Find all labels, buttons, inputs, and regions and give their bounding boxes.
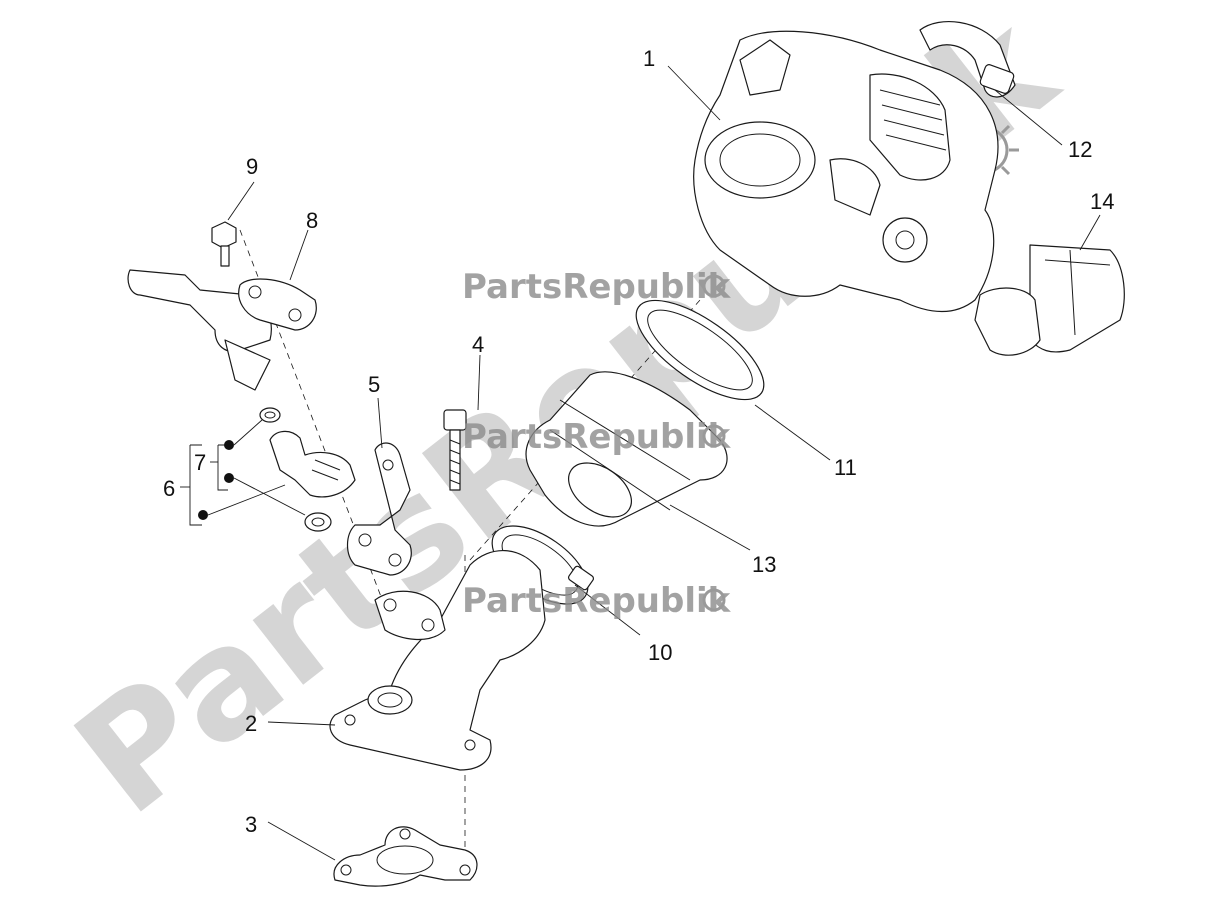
callout-bracket-6-7	[180, 419, 306, 526]
watermark-gear-icon-small	[702, 274, 726, 298]
bullet-dot	[224, 473, 234, 483]
part-clamp-12	[919, 21, 1016, 98]
callout-4: 4	[472, 332, 484, 357]
watermark-label: PartsRepublik	[462, 267, 732, 307]
callout-9: 9	[246, 154, 258, 179]
callout-10: 10	[648, 640, 672, 665]
callout-8: 8	[306, 208, 318, 233]
callout-3: 3	[245, 812, 257, 837]
part-bolt-4	[443, 409, 467, 491]
part-throttle-body	[693, 30, 999, 313]
watermark-gear-icon-small	[702, 424, 726, 448]
part-intake-manifold-2	[329, 550, 546, 771]
small-watermark-3: PartsRepublik	[462, 581, 732, 621]
part-screw-9	[211, 221, 237, 267]
callout-14: 14	[1090, 189, 1114, 214]
leader-lines	[227, 65, 1101, 861]
callout-11: 11	[834, 455, 857, 480]
part-intake-sleeve-13	[525, 371, 728, 527]
bullet-dot	[224, 440, 234, 450]
watermark-gear-icon-small	[702, 588, 726, 612]
part-o-ring-11	[635, 299, 765, 401]
callout-12: 12	[1068, 137, 1092, 162]
part-clamp-band-10	[491, 525, 595, 605]
part-gasket-3	[333, 826, 478, 887]
callout-5: 5	[368, 372, 380, 397]
small-watermark-2: PartsRepublik	[462, 417, 732, 457]
callout-7: 7	[194, 450, 206, 475]
bullet-dot	[198, 510, 208, 520]
callout-6: 6	[163, 476, 175, 501]
callout-13: 13	[752, 552, 776, 577]
part-sensor-connector-6	[259, 407, 356, 532]
small-watermark-1: PartsRepublik	[462, 267, 732, 307]
watermark-label: PartsRepublik	[462, 581, 732, 621]
watermark-label: PartsRepublik	[462, 417, 732, 457]
part-lever-bracket-8	[127, 269, 317, 391]
callout-1: 1	[643, 46, 655, 71]
callout-2: 2	[245, 711, 257, 736]
part-sensor-cap-14	[974, 244, 1125, 356]
part-bracket-5	[346, 442, 412, 576]
